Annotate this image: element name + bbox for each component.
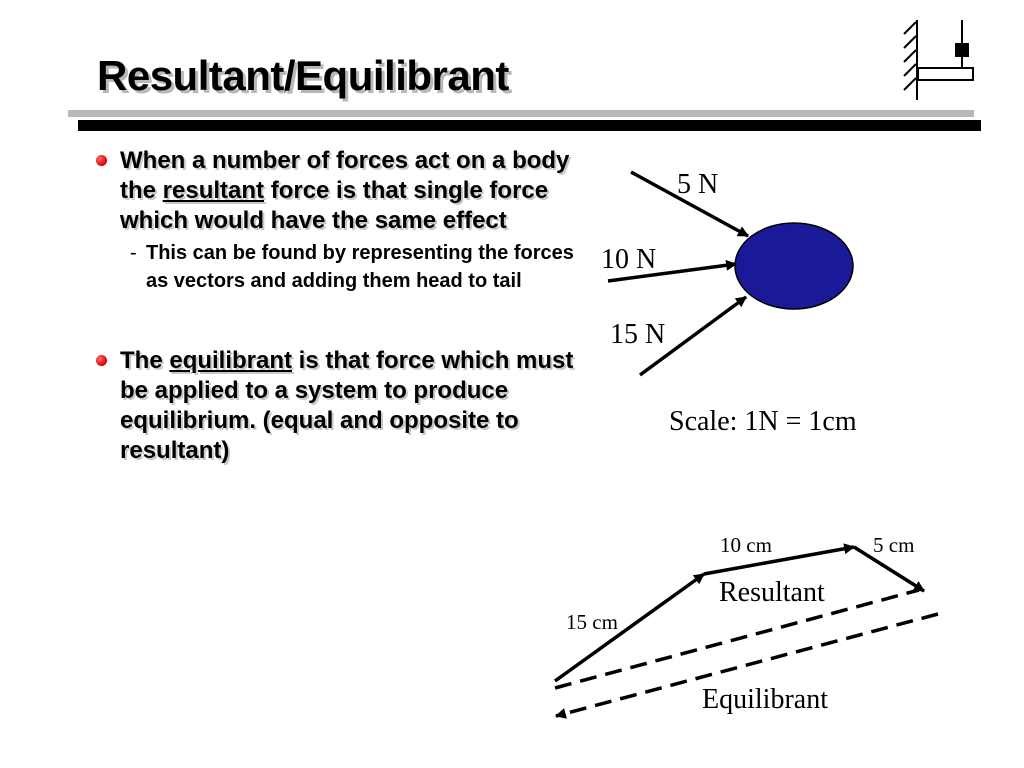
vector-5cm [853, 545, 925, 593]
bullet-dot-icon [96, 155, 107, 166]
vector-label-5cm: 5 cm [873, 533, 914, 557]
equilibrant-line [554, 612, 939, 719]
force-arrow-15n [638, 295, 748, 377]
vector-15cm [553, 572, 706, 683]
force-label-5n: 5 N [677, 169, 718, 200]
force-label-10n: 10 N [601, 244, 656, 275]
vector-label-15cm: 15 cm [566, 610, 618, 634]
resultant-line [554, 588, 920, 690]
force-label-15n: 15 N [610, 319, 665, 350]
wall-pulley-apparatus-icon [903, 20, 974, 100]
term-equilibrant: equilibrant [169, 347, 293, 374]
body-ellipse [734, 222, 854, 310]
bullet-list: When a number of forces act on a body th… [96, 146, 576, 466]
force-arrow-10n [607, 259, 738, 283]
bullet-resultant-part1: When a number of forces act on a body th… [120, 147, 570, 204]
bullet-resultant-part2: force is that single force which would h… [120, 177, 549, 234]
bullet-equilibrant: The equilibrant is that force which must… [96, 346, 576, 466]
force-arrow-5n [630, 170, 749, 238]
title-rule [78, 120, 981, 131]
page-title: Resultant/Equilibrant [97, 52, 509, 99]
scale-label: Scale: 1N = 1cm [669, 406, 857, 437]
bullet-resultant: When a number of forces act on a body th… [96, 146, 576, 295]
bullet-resultant-text: When a number of forces act on a body th… [120, 147, 569, 234]
bullet-equilibrant-part2: is that force which must be applied to a… [120, 347, 574, 464]
vector-label-10cm: 10 cm [720, 533, 772, 557]
title-rule-shadow [68, 110, 974, 117]
sub-bullet-head-to-tail: - This can be found by representing the … [120, 239, 576, 295]
bullet-equilibrant-text: The equilibrant is that force which must… [120, 347, 573, 464]
vector-10cm [703, 543, 856, 576]
vector-diagram: 15 cm 10 cm 5 cm Resultant Equilibrant [553, 533, 939, 719]
resultant-label: Resultant [719, 577, 825, 608]
term-resultant: resultant [162, 177, 265, 204]
bullet-dot-icon [96, 355, 107, 366]
sub-bullet-dash: - [130, 242, 137, 264]
sub-bullet-text: This can be found by representing the fo… [146, 242, 574, 292]
bullet-equilibrant-part1: The [120, 347, 170, 374]
force-diagram: 5 N 10 N 15 N Scale: 1N = 1cm [601, 169, 857, 437]
equilibrant-label: Equilibrant [702, 684, 828, 715]
